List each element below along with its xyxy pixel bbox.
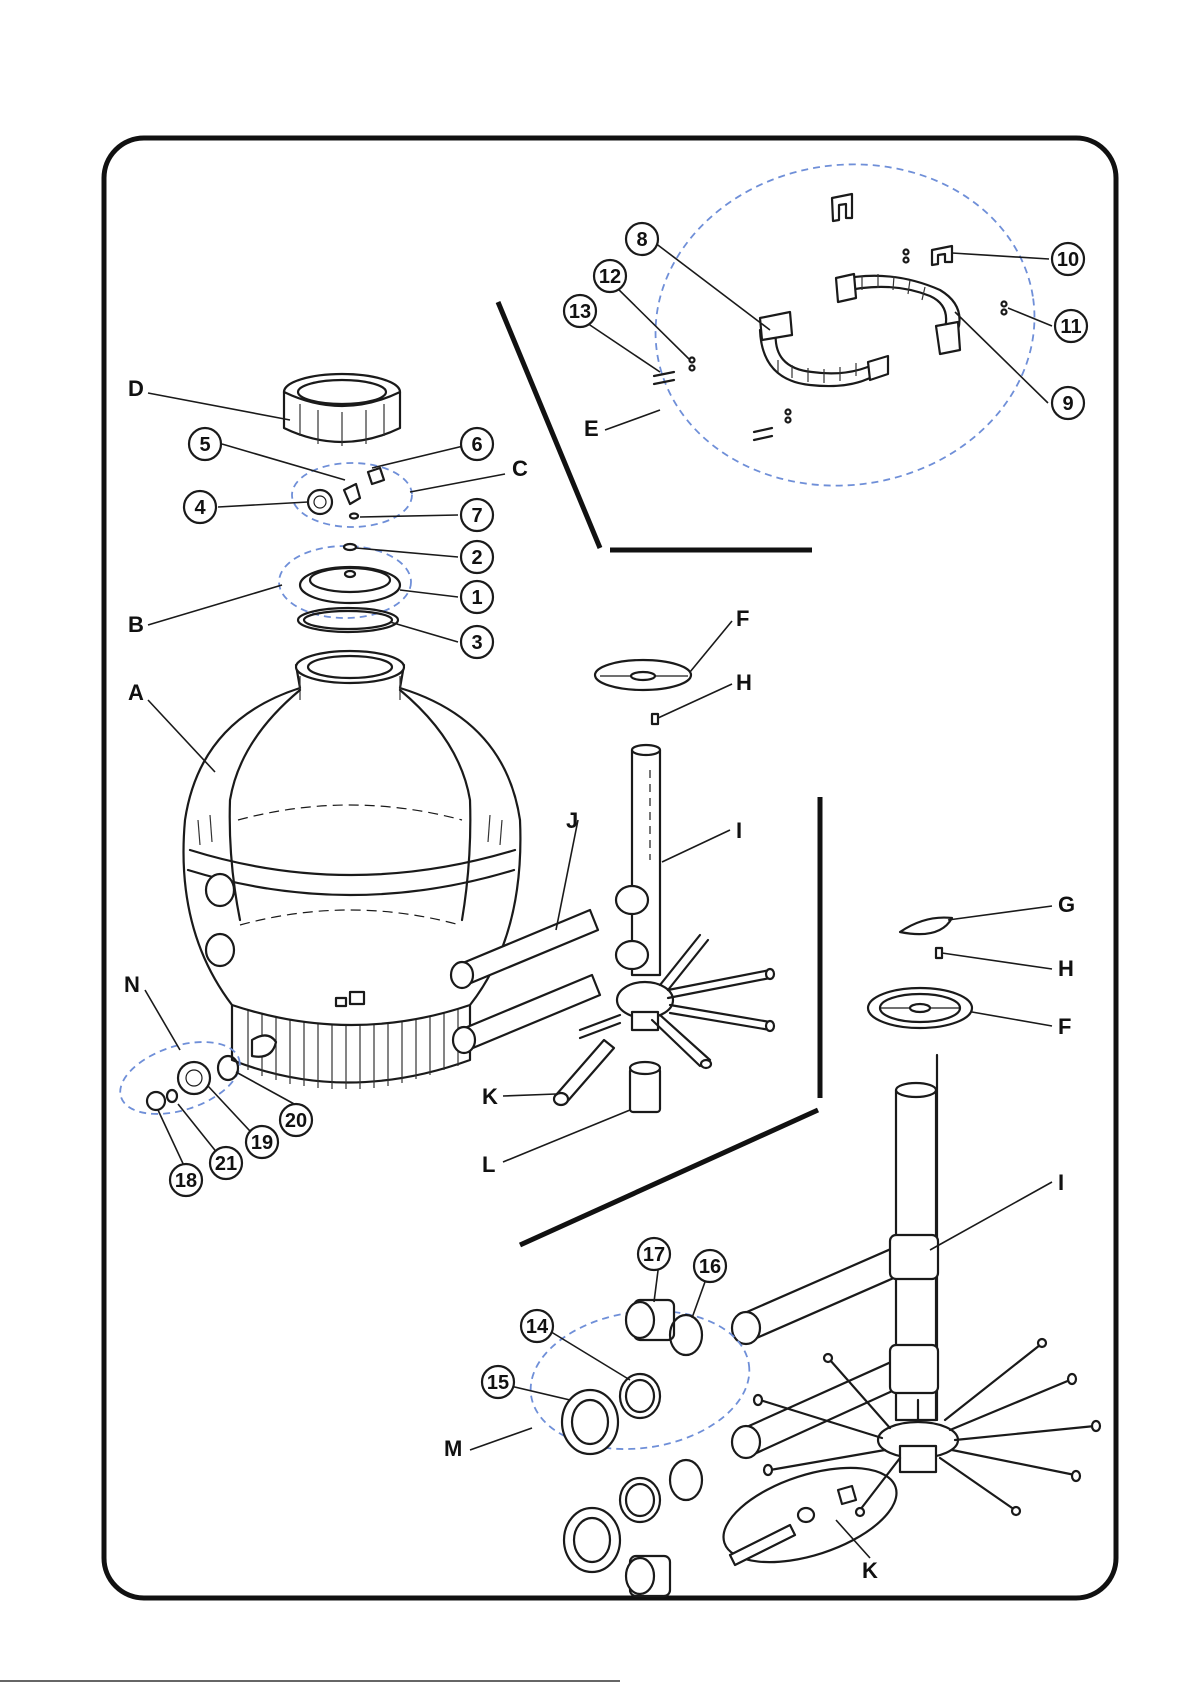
label-j: J <box>566 808 578 833</box>
svg-text:19: 19 <box>251 1132 273 1154</box>
label-e: E <box>584 416 599 441</box>
label-i-right: I <box>1058 1170 1064 1195</box>
callout-12: 12 <box>594 260 626 292</box>
part-21 <box>167 1090 177 1102</box>
svg-text:4: 4 <box>194 497 206 519</box>
label-k-middle: K <box>482 1084 498 1109</box>
lid-ring-d <box>284 374 400 446</box>
lid-group-b <box>279 544 411 632</box>
part-h-right <box>936 948 942 958</box>
svg-text:13: 13 <box>569 301 591 323</box>
label-a: A <box>128 680 144 705</box>
label-k-right: K <box>862 1558 878 1583</box>
svg-text:11: 11 <box>1060 316 1081 338</box>
part-20 <box>218 1056 238 1080</box>
label-n: N <box>124 972 140 997</box>
callout-15: 15 <box>482 1366 514 1398</box>
callout-1: 1 <box>461 581 493 613</box>
label-b: B <box>128 612 144 637</box>
drain-group-n <box>111 1028 249 1127</box>
clip-10 <box>932 246 952 265</box>
clamp-half-9 <box>836 274 960 354</box>
part-6 <box>368 468 384 484</box>
label-d: D <box>128 376 144 401</box>
svg-text:12: 12 <box>599 266 621 288</box>
callout-5: 5 <box>189 428 221 460</box>
label-m: M <box>444 1436 462 1461</box>
part-4 <box>308 490 332 514</box>
callout-21: 21 <box>210 1147 242 1179</box>
svg-text:17: 17 <box>643 1244 665 1266</box>
svg-text:5: 5 <box>199 434 210 456</box>
callout-19: 19 <box>246 1126 278 1158</box>
label-h-top: H <box>736 670 752 695</box>
label-c: C <box>512 456 528 481</box>
callout-17: 17 <box>638 1238 670 1270</box>
callout-2: 2 <box>461 541 493 573</box>
tank-body-a <box>184 651 521 1089</box>
svg-text:2: 2 <box>471 547 482 569</box>
clip-spare <box>832 194 852 221</box>
callout-3: 3 <box>461 626 493 658</box>
svg-text:16: 16 <box>699 1256 721 1278</box>
callout-6: 6 <box>461 428 493 460</box>
callout-10: 10 <box>1052 243 1084 275</box>
svg-text:3: 3 <box>471 632 482 654</box>
part-2 <box>344 544 356 550</box>
spare-oring <box>670 1460 702 1500</box>
part-5 <box>344 484 360 504</box>
svg-text:1: 1 <box>471 587 482 609</box>
svg-text:6: 6 <box>471 434 482 456</box>
lateral-k-right <box>730 1525 795 1565</box>
callout-7: 7 <box>461 499 493 531</box>
label-f-right: F <box>1058 1014 1071 1039</box>
part-18 <box>147 1092 165 1110</box>
svg-text:7: 7 <box>471 505 482 527</box>
valve-group-c <box>292 463 412 527</box>
svg-text:18: 18 <box>175 1170 197 1192</box>
svg-text:9: 9 <box>1062 393 1073 415</box>
label-l: L <box>482 1152 495 1177</box>
clamp-half-8 <box>760 312 888 386</box>
callout-11: 11 <box>1055 310 1087 342</box>
part-15 <box>562 1390 618 1454</box>
callout-8: 8 <box>626 223 658 255</box>
svg-text:10: 10 <box>1057 249 1079 271</box>
callout-16: 16 <box>694 1250 726 1282</box>
clamp-assembly <box>635 140 1056 510</box>
laterals-assembly-right <box>712 918 1100 1581</box>
union-group-m <box>522 1297 759 1596</box>
callout-14: 14 <box>521 1310 553 1342</box>
callout-20: 20 <box>280 1104 312 1136</box>
part-19 <box>178 1062 210 1094</box>
svg-text:15: 15 <box>487 1372 509 1394</box>
svg-text:14: 14 <box>526 1316 549 1338</box>
svg-text:20: 20 <box>285 1110 307 1132</box>
part-h-top <box>652 714 658 724</box>
label-i-top: I <box>736 818 742 843</box>
label-g: G <box>1058 892 1075 917</box>
label-h-right: H <box>1058 956 1074 981</box>
callout-18: 18 <box>170 1164 202 1196</box>
part-7 <box>350 514 358 519</box>
callout-9: 9 <box>1052 387 1084 419</box>
callout-4: 4 <box>184 491 216 523</box>
part-g <box>900 918 952 935</box>
label-f-top: F <box>736 606 749 631</box>
callout-13: 13 <box>564 295 596 327</box>
svg-text:8: 8 <box>636 229 647 251</box>
svg-text:21: 21 <box>215 1153 237 1175</box>
part-17 <box>626 1300 674 1340</box>
diffuser-f-top <box>595 660 691 690</box>
